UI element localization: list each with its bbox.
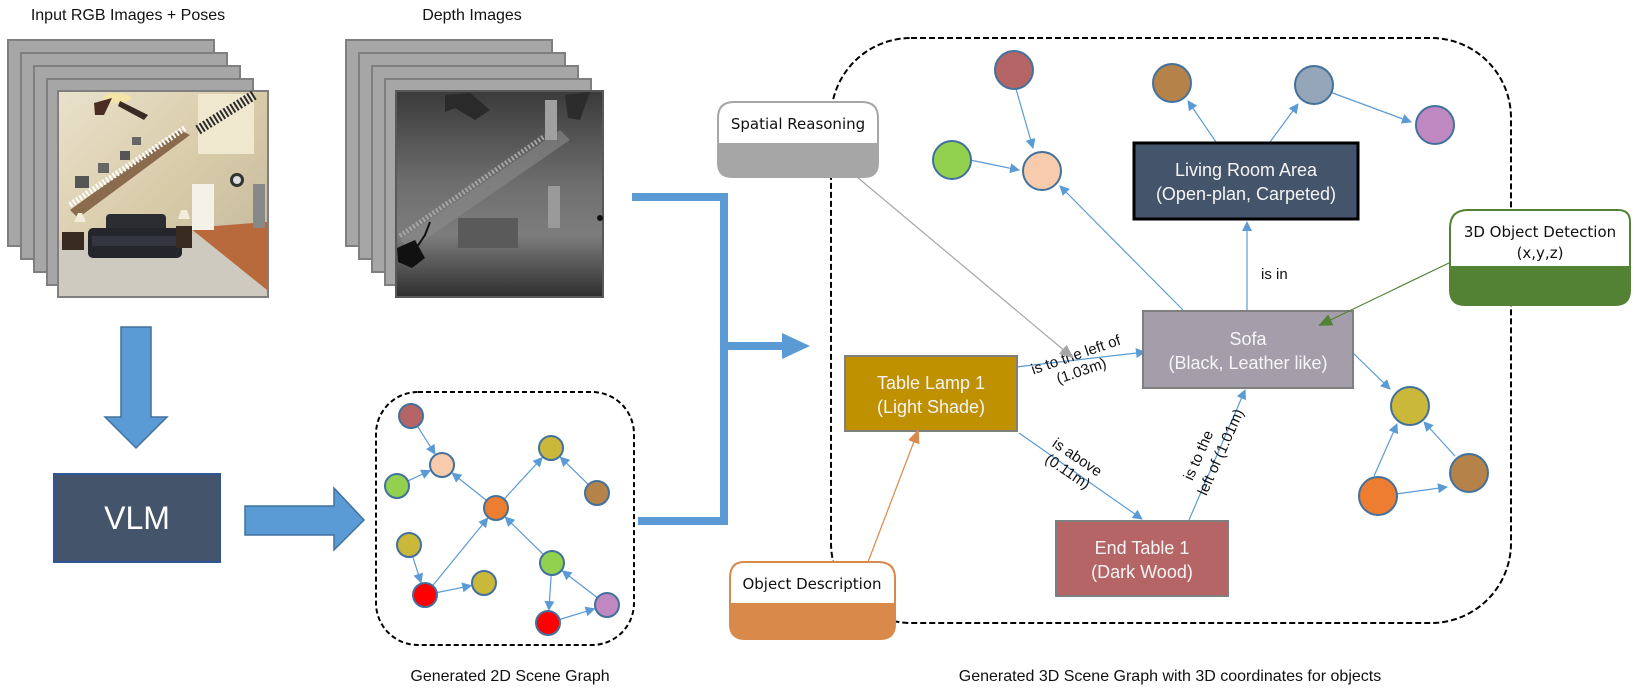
edge-lamp-endtable xyxy=(1018,432,1143,520)
flow-arrow-down xyxy=(103,326,169,450)
graph-node xyxy=(994,50,1034,90)
graph-node xyxy=(1294,65,1334,105)
edge xyxy=(436,582,473,594)
depth-image-stack xyxy=(345,39,604,298)
edge-label-is-in: is in xyxy=(1261,266,1288,283)
table-lamp-attrs: (Light Shade) xyxy=(877,397,985,417)
sofa-title: Sofa xyxy=(1229,329,1267,349)
sofa-attrs: (Black, Leather like) xyxy=(1168,353,1327,373)
edge xyxy=(559,456,589,486)
edge-label-lamp-sofa: is to the left of (1.03m) xyxy=(1029,332,1124,388)
spatial-reasoning-callout: Spatial Reasoning xyxy=(717,101,1074,359)
edge xyxy=(1423,421,1456,457)
graph-node xyxy=(398,403,424,429)
edge xyxy=(1395,483,1448,495)
callout-pointer xyxy=(1318,261,1452,326)
graph-node xyxy=(584,480,610,506)
caption-rgb-images: Input RGB Images + Poses xyxy=(31,7,225,24)
graph-node xyxy=(1415,105,1455,145)
merge-connector xyxy=(632,193,810,525)
caption-3d-scene-graph: Generated 3D Scene Graph with 3D coordin… xyxy=(959,668,1381,685)
edge xyxy=(1373,423,1398,477)
edge-endtable-sofa xyxy=(1188,389,1247,521)
graph-node xyxy=(1449,453,1489,493)
caption-2d-scene-graph: Generated 2D Scene Graph xyxy=(410,668,609,685)
graph-node xyxy=(483,495,509,521)
vlm-box: VLM xyxy=(53,473,221,563)
callout-pointer xyxy=(856,176,1074,359)
scene-graph-2d-nodes xyxy=(384,403,620,636)
edge xyxy=(559,606,596,621)
caption-depth-images: Depth Images xyxy=(422,7,522,24)
flow-arrow-right xyxy=(244,486,366,552)
edge-label-endtable-sofa: is to the left of (1.01m) xyxy=(1180,407,1247,498)
graph-node xyxy=(1390,386,1430,426)
rgb-image-stack xyxy=(7,39,269,298)
graph-node xyxy=(384,473,410,499)
scene-graph-3d-edges xyxy=(969,88,1456,521)
graph-node xyxy=(594,592,620,618)
object-detection-callout: 3D Object Detection (x,y,z) xyxy=(1318,209,1631,326)
graph-node xyxy=(396,532,422,558)
edge xyxy=(504,516,544,556)
edge xyxy=(561,570,598,599)
object-detection-label: 3D Object Detection xyxy=(1464,223,1616,241)
edge-lamp-sofa xyxy=(1015,348,1146,368)
merge-arrow-head xyxy=(782,333,810,359)
merge-bracket xyxy=(632,193,728,525)
end-table-box: End Table 1 (Dark Wood) xyxy=(1055,520,1229,597)
edge xyxy=(1269,103,1299,143)
edge xyxy=(1059,185,1184,311)
object-description-callout: Object Description xyxy=(729,429,920,640)
graph-node xyxy=(412,582,438,608)
vlm-label: VLM xyxy=(104,500,170,536)
graph-node xyxy=(539,550,565,576)
spatial-reasoning-label: Spatial Reasoning xyxy=(731,115,865,133)
graph-node xyxy=(1358,476,1398,516)
living-room-attrs: (Open-plan, Carpeted) xyxy=(1156,184,1336,204)
living-room-title: Living Room Area xyxy=(1175,160,1318,180)
sofa-box: Sofa (Black, Leather like) xyxy=(1142,310,1354,389)
rgb-room-image xyxy=(57,90,269,298)
graph-node xyxy=(1022,151,1062,191)
graph-node xyxy=(538,435,564,461)
end-table-attrs: (Dark Wood) xyxy=(1091,562,1193,582)
edge xyxy=(412,556,424,584)
edge xyxy=(407,469,432,482)
table-lamp-box: Table Lamp 1 (Light Shade) xyxy=(844,355,1018,432)
scene-graph-3d-frame xyxy=(830,37,1512,624)
scene-graph-2d-frame xyxy=(375,391,635,646)
graph-node xyxy=(471,570,497,596)
graph-node xyxy=(1152,63,1192,103)
end-table-title: End Table 1 xyxy=(1095,538,1190,558)
callout-pointer xyxy=(867,429,920,563)
living-room-box: Living Room Area (Open-plan, Carpeted) xyxy=(1132,141,1360,221)
edge xyxy=(544,574,555,612)
edge xyxy=(1187,100,1217,143)
graph-node xyxy=(932,140,972,180)
edge xyxy=(503,456,543,500)
scene-graph-2d-edges xyxy=(407,425,598,621)
edge xyxy=(432,517,489,587)
edge xyxy=(969,159,1020,174)
edge xyxy=(416,425,436,455)
edge xyxy=(451,472,487,501)
edge xyxy=(1329,91,1412,124)
table-lamp-title: Table Lamp 1 xyxy=(877,373,985,393)
graph-node xyxy=(535,610,561,636)
scene-graph-3d-nodes xyxy=(932,50,1489,516)
edge xyxy=(1015,88,1036,149)
graph-node xyxy=(429,452,455,478)
object-detection-coords: (x,y,z) xyxy=(1517,244,1564,262)
object-description-label: Object Description xyxy=(742,575,881,593)
depth-room-image xyxy=(395,90,604,298)
edge xyxy=(1352,352,1391,390)
